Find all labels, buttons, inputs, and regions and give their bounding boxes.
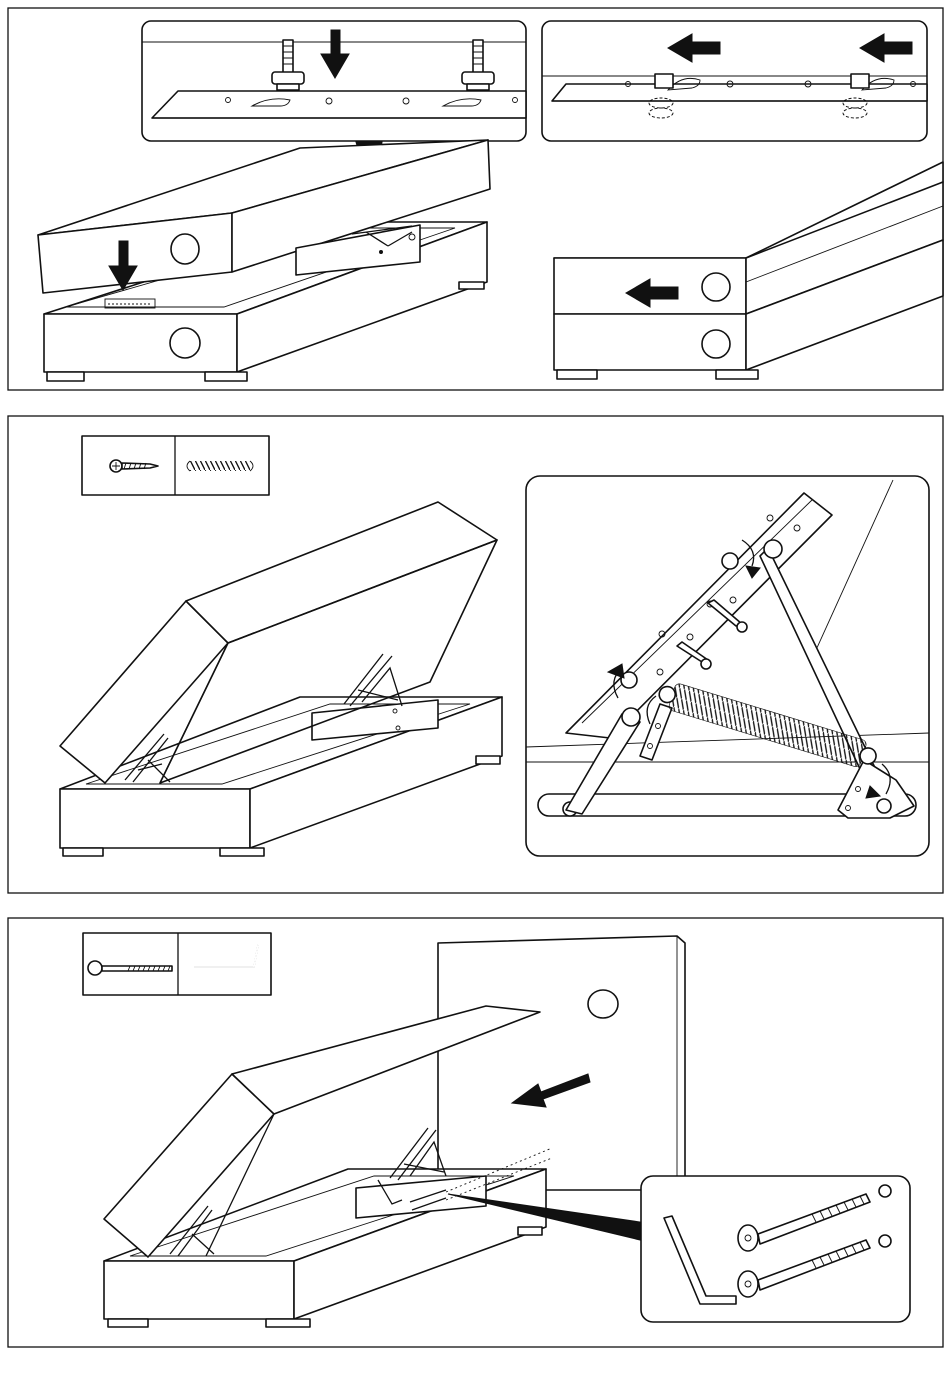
detail-inset-hinge [526,476,929,856]
detail-inset-bolts [641,1176,910,1322]
step-2-panel [8,416,943,893]
step-3-panel [8,918,943,1347]
detail-inset-slide [542,21,927,141]
spring-icon [187,461,253,471]
step-1-panel [8,8,943,390]
parts-box [83,933,271,995]
detail-inset-bracket-screws [142,21,526,141]
parts-box [82,436,269,495]
bed-assembled [554,162,943,379]
headboard [438,936,685,1190]
